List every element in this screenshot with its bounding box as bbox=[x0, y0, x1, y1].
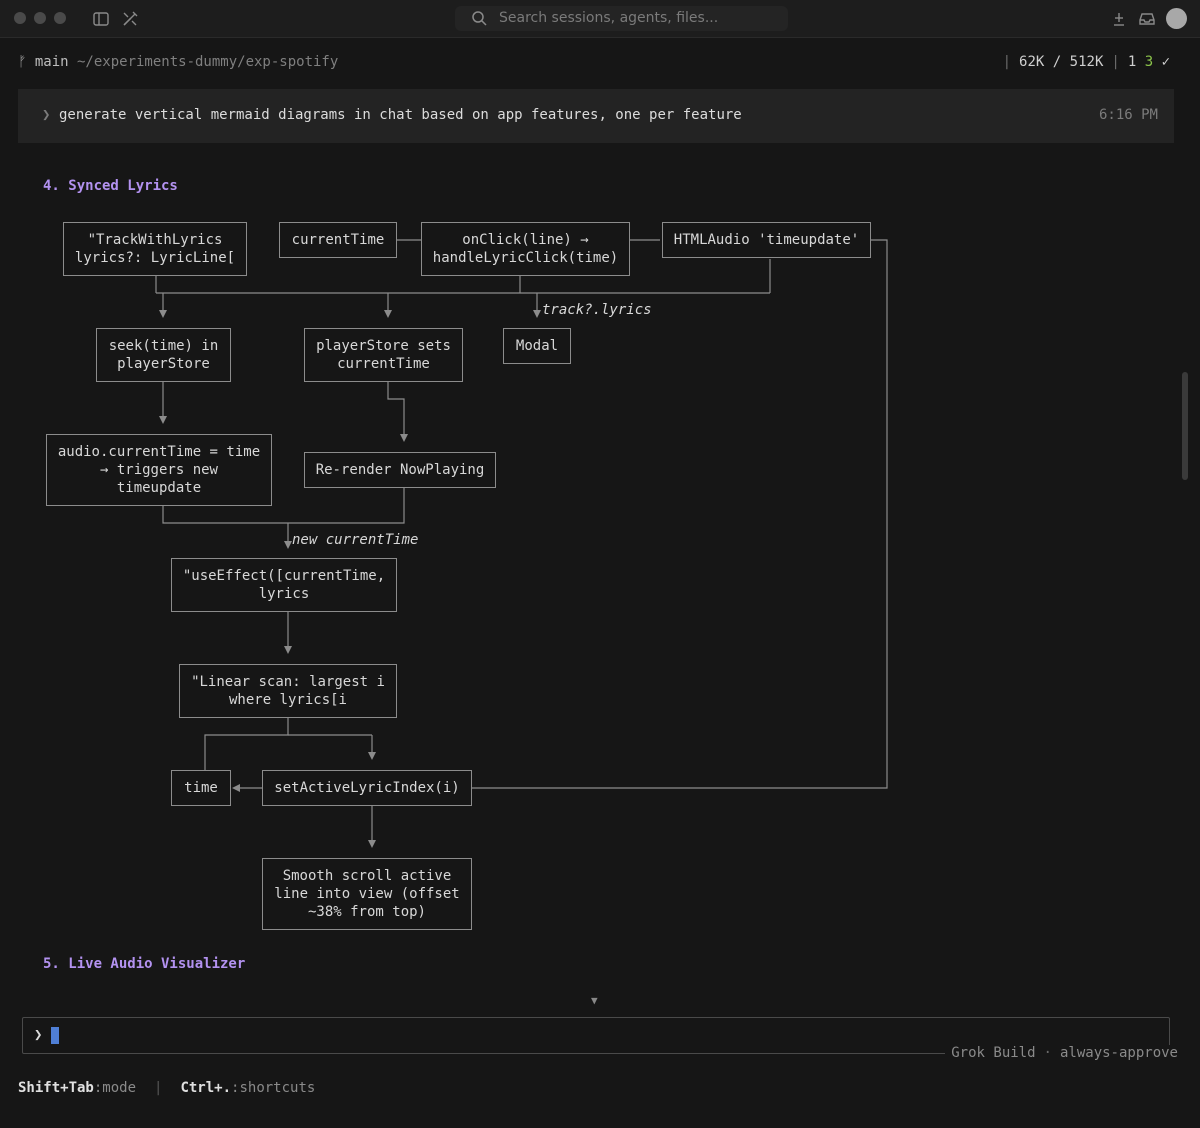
node-player-store-sets: playerStore sets currentTime bbox=[304, 328, 463, 382]
mode-shortcut-label: :mode bbox=[93, 1080, 137, 1096]
input-chevron-icon: ❯ bbox=[34, 1027, 43, 1043]
node-onclick: onClick(line) → handleLyricClick(time) bbox=[421, 222, 630, 276]
node-smooth-scroll: Smooth scroll active line into view (off… bbox=[262, 858, 472, 930]
shortcuts-key: Ctrl+. bbox=[180, 1080, 232, 1096]
prompt-timestamp: 6:16 PM bbox=[1098, 107, 1158, 123]
tokens-used: 62K bbox=[1019, 54, 1045, 70]
scrollbar[interactable] bbox=[1182, 372, 1188, 480]
minimize-window-button[interactable] bbox=[34, 12, 46, 24]
text-cursor bbox=[51, 1027, 59, 1044]
section-title-live-audio-visualizer: 5. Live Audio Visualizer bbox=[43, 956, 246, 972]
working-directory: ~/experiments-dummy/exp-spotify bbox=[77, 54, 339, 70]
node-audio-current-time: audio.currentTime = time → triggers new … bbox=[46, 434, 272, 506]
search-bar[interactable]: Search sessions, agents, files... bbox=[455, 6, 788, 31]
chat-input[interactable]: ❯ bbox=[22, 1017, 1170, 1054]
node-time: time bbox=[171, 770, 231, 806]
node-set-active-lyric-index: setActiveLyricIndex(i) bbox=[262, 770, 472, 806]
check-icon: ✓ bbox=[1161, 54, 1170, 70]
avatar[interactable] bbox=[1166, 8, 1187, 29]
branch-icon: ᚠ bbox=[18, 54, 27, 70]
node-modal: Modal bbox=[503, 328, 571, 364]
sidebar-toggle-icon[interactable] bbox=[91, 9, 111, 29]
inbox-icon[interactable] bbox=[1137, 9, 1157, 29]
scroll-down-icon[interactable]: ▼ bbox=[591, 994, 598, 1007]
search-placeholder: Search sessions, agents, files... bbox=[499, 10, 719, 26]
count-a: 1 bbox=[1127, 54, 1137, 70]
zoom-window-button[interactable] bbox=[54, 12, 66, 24]
close-window-button[interactable] bbox=[14, 12, 26, 24]
prompt-text: generate vertical mermaid diagrams in ch… bbox=[59, 107, 742, 123]
section-title-synced-lyrics: 4. Synced Lyrics bbox=[43, 178, 178, 194]
prompt-chevron-icon: ❯ bbox=[42, 107, 51, 123]
node-seek: seek(time) in playerStore bbox=[96, 328, 231, 382]
shortcuts-label: :shortcuts bbox=[231, 1080, 316, 1096]
keyboard-hints: Shift+Tab:mode|Ctrl+.:shortcuts bbox=[18, 1080, 316, 1096]
edge-label-track-lyrics: track?.lyrics bbox=[542, 302, 652, 318]
node-rerender: Re-render NowPlaying bbox=[304, 452, 496, 488]
tokens-separator: / bbox=[1052, 54, 1062, 70]
node-use-effect: "useEffect([currentTime, lyrics bbox=[171, 558, 397, 612]
approval-mode[interactable]: always-approve bbox=[1059, 1045, 1178, 1061]
tools-icon[interactable] bbox=[120, 9, 140, 29]
diagram-edges bbox=[155, 239, 888, 848]
tokens-total: 512K bbox=[1069, 54, 1104, 70]
app-name: Grok Build bbox=[951, 1045, 1036, 1061]
edge-label-new-current-time: new currentTime bbox=[292, 532, 419, 548]
title-bar: Search sessions, agents, files... bbox=[0, 0, 1200, 38]
branch-name: main bbox=[34, 54, 69, 70]
count-b: 3 bbox=[1144, 54, 1154, 70]
mode-shortcut-key: Shift+Tab bbox=[18, 1080, 94, 1096]
input-footer: Grok Build·always-approve bbox=[945, 1045, 1184, 1061]
node-linear-scan: "Linear scan: largest i where lyrics[i bbox=[179, 664, 397, 718]
node-html-audio: HTMLAudio 'timeupdate' bbox=[662, 222, 871, 258]
download-icon[interactable] bbox=[1109, 9, 1129, 29]
node-current-time: currentTime bbox=[279, 222, 397, 258]
node-track-with-lyrics: "TrackWithLyrics lyrics?: LyricLine[ bbox=[63, 222, 247, 276]
session-stats: |62K / 512K|1 3 ✓ bbox=[1002, 54, 1170, 70]
breadcrumb: ᚠ main ~/experiments-dummy/exp-spotify bbox=[18, 54, 338, 70]
search-icon bbox=[471, 10, 488, 31]
user-prompt: ❯ generate vertical mermaid diagrams in … bbox=[18, 89, 1174, 143]
